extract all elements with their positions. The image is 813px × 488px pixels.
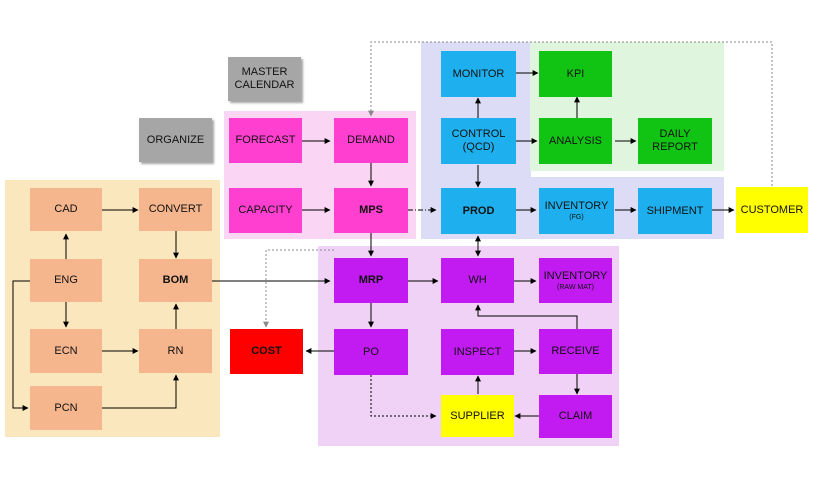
inspect-box: INSPECT: [441, 329, 514, 375]
customer-box: CUSTOMER: [736, 187, 808, 233]
receive-box: RECEIVE: [539, 329, 612, 374]
ecn-box: ECN: [30, 329, 102, 373]
convert-box: CONVERT: [139, 188, 212, 231]
monitor-box: MONITOR: [441, 51, 516, 97]
eng-box: ENG: [30, 259, 102, 302]
demand-box: DEMAND: [334, 118, 408, 163]
supplier-box: SUPPLIER: [441, 395, 514, 437]
mps-box: MPS: [334, 188, 408, 233]
dotted-mps-cost: [263, 249, 334, 328]
arrow-receive-wh: [475, 304, 578, 329]
wh-box: WH: [441, 258, 514, 303]
cad-box: CAD: [30, 188, 102, 231]
pcn-box: PCN: [30, 386, 102, 430]
claim-box: CLAIM: [539, 395, 612, 438]
inventory-raw-sub: (RAW MAT): [557, 283, 594, 291]
bom-box: BOM: [139, 259, 212, 302]
inventory-raw-box: INVENTORY(RAW MAT): [539, 258, 612, 303]
shipment-box: SHIPMENT: [638, 188, 712, 234]
kpi-box: KPI: [539, 51, 612, 97]
dotted-po-supplier: [370, 375, 437, 419]
prod-box: PROD: [441, 188, 516, 234]
dotted-customer-demand: [368, 41, 773, 186]
cost-box: COST: [230, 329, 303, 374]
organize-box: ORGANIZE: [139, 118, 212, 162]
mrp-box: MRP: [334, 258, 408, 303]
arrow-pcn-rn: [102, 374, 179, 409]
po-box: PO: [334, 329, 408, 375]
rn-box: RN: [139, 329, 212, 373]
inventory-fg-box: INVENTORY(FG): [539, 188, 614, 234]
analysis-box: ANALYSIS: [539, 118, 612, 164]
capacity-box: CAPACITY: [229, 188, 302, 233]
control-box: CONTROL(QCD): [441, 118, 516, 164]
arrow-eng-pcn: [12, 280, 30, 411]
forecast-box: FORECAST: [229, 118, 302, 163]
inventory-fg-sub: (FG): [569, 214, 584, 221]
